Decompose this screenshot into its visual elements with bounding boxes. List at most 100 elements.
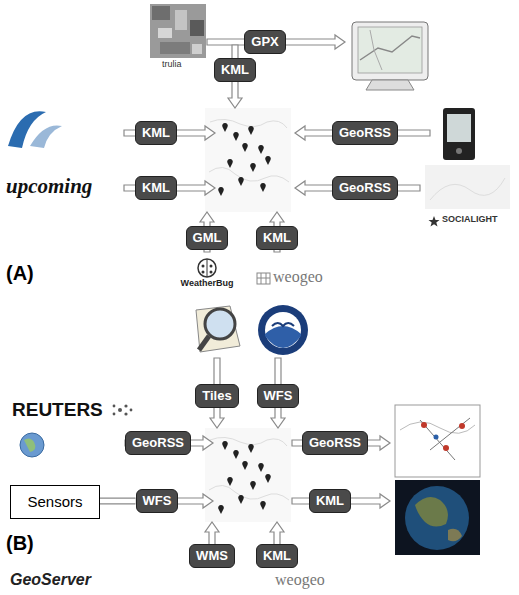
- format-box: WFS: [136, 489, 179, 513]
- weatherbug-icon-part: [198, 259, 216, 277]
- socialight-picture: [425, 165, 510, 227]
- node-text: WFS: [143, 493, 172, 508]
- logo-text: trulia: [162, 59, 182, 69]
- node-text: GPX: [251, 34, 278, 49]
- map-search-icon-part: [205, 309, 235, 339]
- format-box: KML: [135, 176, 177, 200]
- format-box: KML: [214, 58, 256, 82]
- node-text: KML: [263, 230, 291, 245]
- weatherbug-icon-part: [207, 259, 208, 277]
- noaa-logo-part: [258, 305, 308, 355]
- panel-label: (A): [6, 262, 34, 285]
- earth-picture-part: [448, 529, 462, 541]
- node-text: WMS: [196, 548, 228, 563]
- earth-picture-part: [405, 486, 469, 550]
- center-map-part: [209, 437, 289, 514]
- socialight-picture-part: [430, 178, 505, 200]
- node-text: KML: [142, 180, 170, 195]
- node-text: GeoRSS: [339, 180, 391, 195]
- earth-picture-part: [395, 480, 480, 555]
- flow-arrow-part: [295, 181, 420, 195]
- map-thumbnail-part: [150, 4, 206, 58]
- map-thumbnail-part: [160, 42, 190, 54]
- connector-fill: [100, 499, 136, 504]
- web-map-picture-part: [430, 418, 470, 450]
- map-search-icon-part: [199, 336, 209, 350]
- node-text: Sensors: [27, 493, 82, 510]
- format-box: WFS: [257, 384, 300, 408]
- flow-arrow: [125, 358, 390, 566]
- format-box: GeoRSS: [332, 176, 398, 200]
- web-map-picture-part: [420, 420, 455, 460]
- weogeo-icon-part: [257, 278, 270, 279]
- panel-label: (B): [6, 532, 34, 555]
- noaa-logo-part: [272, 323, 294, 326]
- flow-arrow-part: [295, 126, 430, 140]
- noaa-logo: [258, 305, 308, 355]
- logo-text: WeatherBug: [181, 278, 234, 288]
- connector-outline: [100, 498, 136, 505]
- weatherbug-icon: [198, 259, 216, 277]
- gps-device-part: [366, 80, 414, 90]
- reuters-dots-part: [113, 413, 116, 416]
- format-box: KML: [135, 121, 177, 145]
- format-box: GeoRSS: [332, 121, 398, 145]
- node-text: KML: [316, 493, 344, 508]
- format-box: KML: [256, 544, 298, 568]
- node-text: KML: [221, 62, 249, 77]
- socialight-picture-part: [429, 216, 440, 227]
- map-search-icon: [196, 306, 240, 352]
- flow-arrow-part: [125, 436, 213, 450]
- format-box: GeoRSS: [302, 431, 368, 455]
- reuters-dots-part: [113, 405, 116, 408]
- weatherbug-icon-part: [202, 271, 205, 274]
- noaa-logo-part: [265, 312, 301, 348]
- node-text: GeoRSS: [309, 435, 361, 450]
- web-map-picture-part: [400, 422, 475, 433]
- weogeo-icon: [257, 273, 270, 284]
- globe-logo-part: [24, 438, 35, 452]
- map-thumbnail-part: [175, 10, 187, 30]
- format-box: GeoRSS: [125, 431, 191, 455]
- globe-logo: [20, 433, 44, 457]
- web-map-picture-part: [395, 405, 480, 477]
- node-text: WFS: [264, 388, 293, 403]
- globe-logo-part: [20, 433, 44, 457]
- gps-device: [352, 22, 428, 90]
- node-text: GeoRSS: [132, 435, 184, 450]
- node-text: KML: [142, 125, 170, 140]
- map-thumbnail: [150, 4, 206, 58]
- format-box: KML: [309, 489, 351, 513]
- gps-device-part: [352, 22, 428, 80]
- weogeo-icon-part: [257, 273, 270, 284]
- format-box: GPX: [244, 30, 285, 54]
- flow-arrow-part: [292, 494, 390, 508]
- earth-picture: [395, 480, 480, 555]
- reuters-dots-part: [118, 408, 122, 412]
- gps-device-part: [370, 30, 382, 70]
- noaa-logo-part: [265, 326, 301, 348]
- node-text: GeoRSS: [339, 125, 391, 140]
- logo-text: upcoming: [6, 174, 92, 199]
- node-text: GML: [193, 230, 222, 245]
- web-map-picture: [395, 405, 480, 477]
- format-box: KML: [256, 226, 298, 250]
- format-box: GML: [186, 226, 229, 250]
- reuters-dots-part: [124, 404, 127, 407]
- socialight-picture-part: [425, 165, 510, 209]
- reuters-dots-part: [130, 409, 133, 412]
- node-text: KML: [263, 548, 291, 563]
- center-map: [205, 108, 291, 212]
- source-box: Sensors: [10, 485, 100, 519]
- earth-picture-part: [415, 497, 448, 527]
- pda-device-part: [456, 148, 462, 154]
- format-box: WMS: [189, 544, 235, 568]
- outdoor-logo: [8, 111, 62, 148]
- map-search-icon-part: [196, 306, 240, 352]
- map-thumbnail-part: [152, 6, 170, 20]
- center-map-part: [209, 119, 289, 196]
- logo-text: REUTERS: [12, 399, 103, 421]
- web-map-picture-part: [459, 423, 465, 429]
- gps-device-part: [360, 36, 420, 60]
- center-map-part: [205, 428, 291, 522]
